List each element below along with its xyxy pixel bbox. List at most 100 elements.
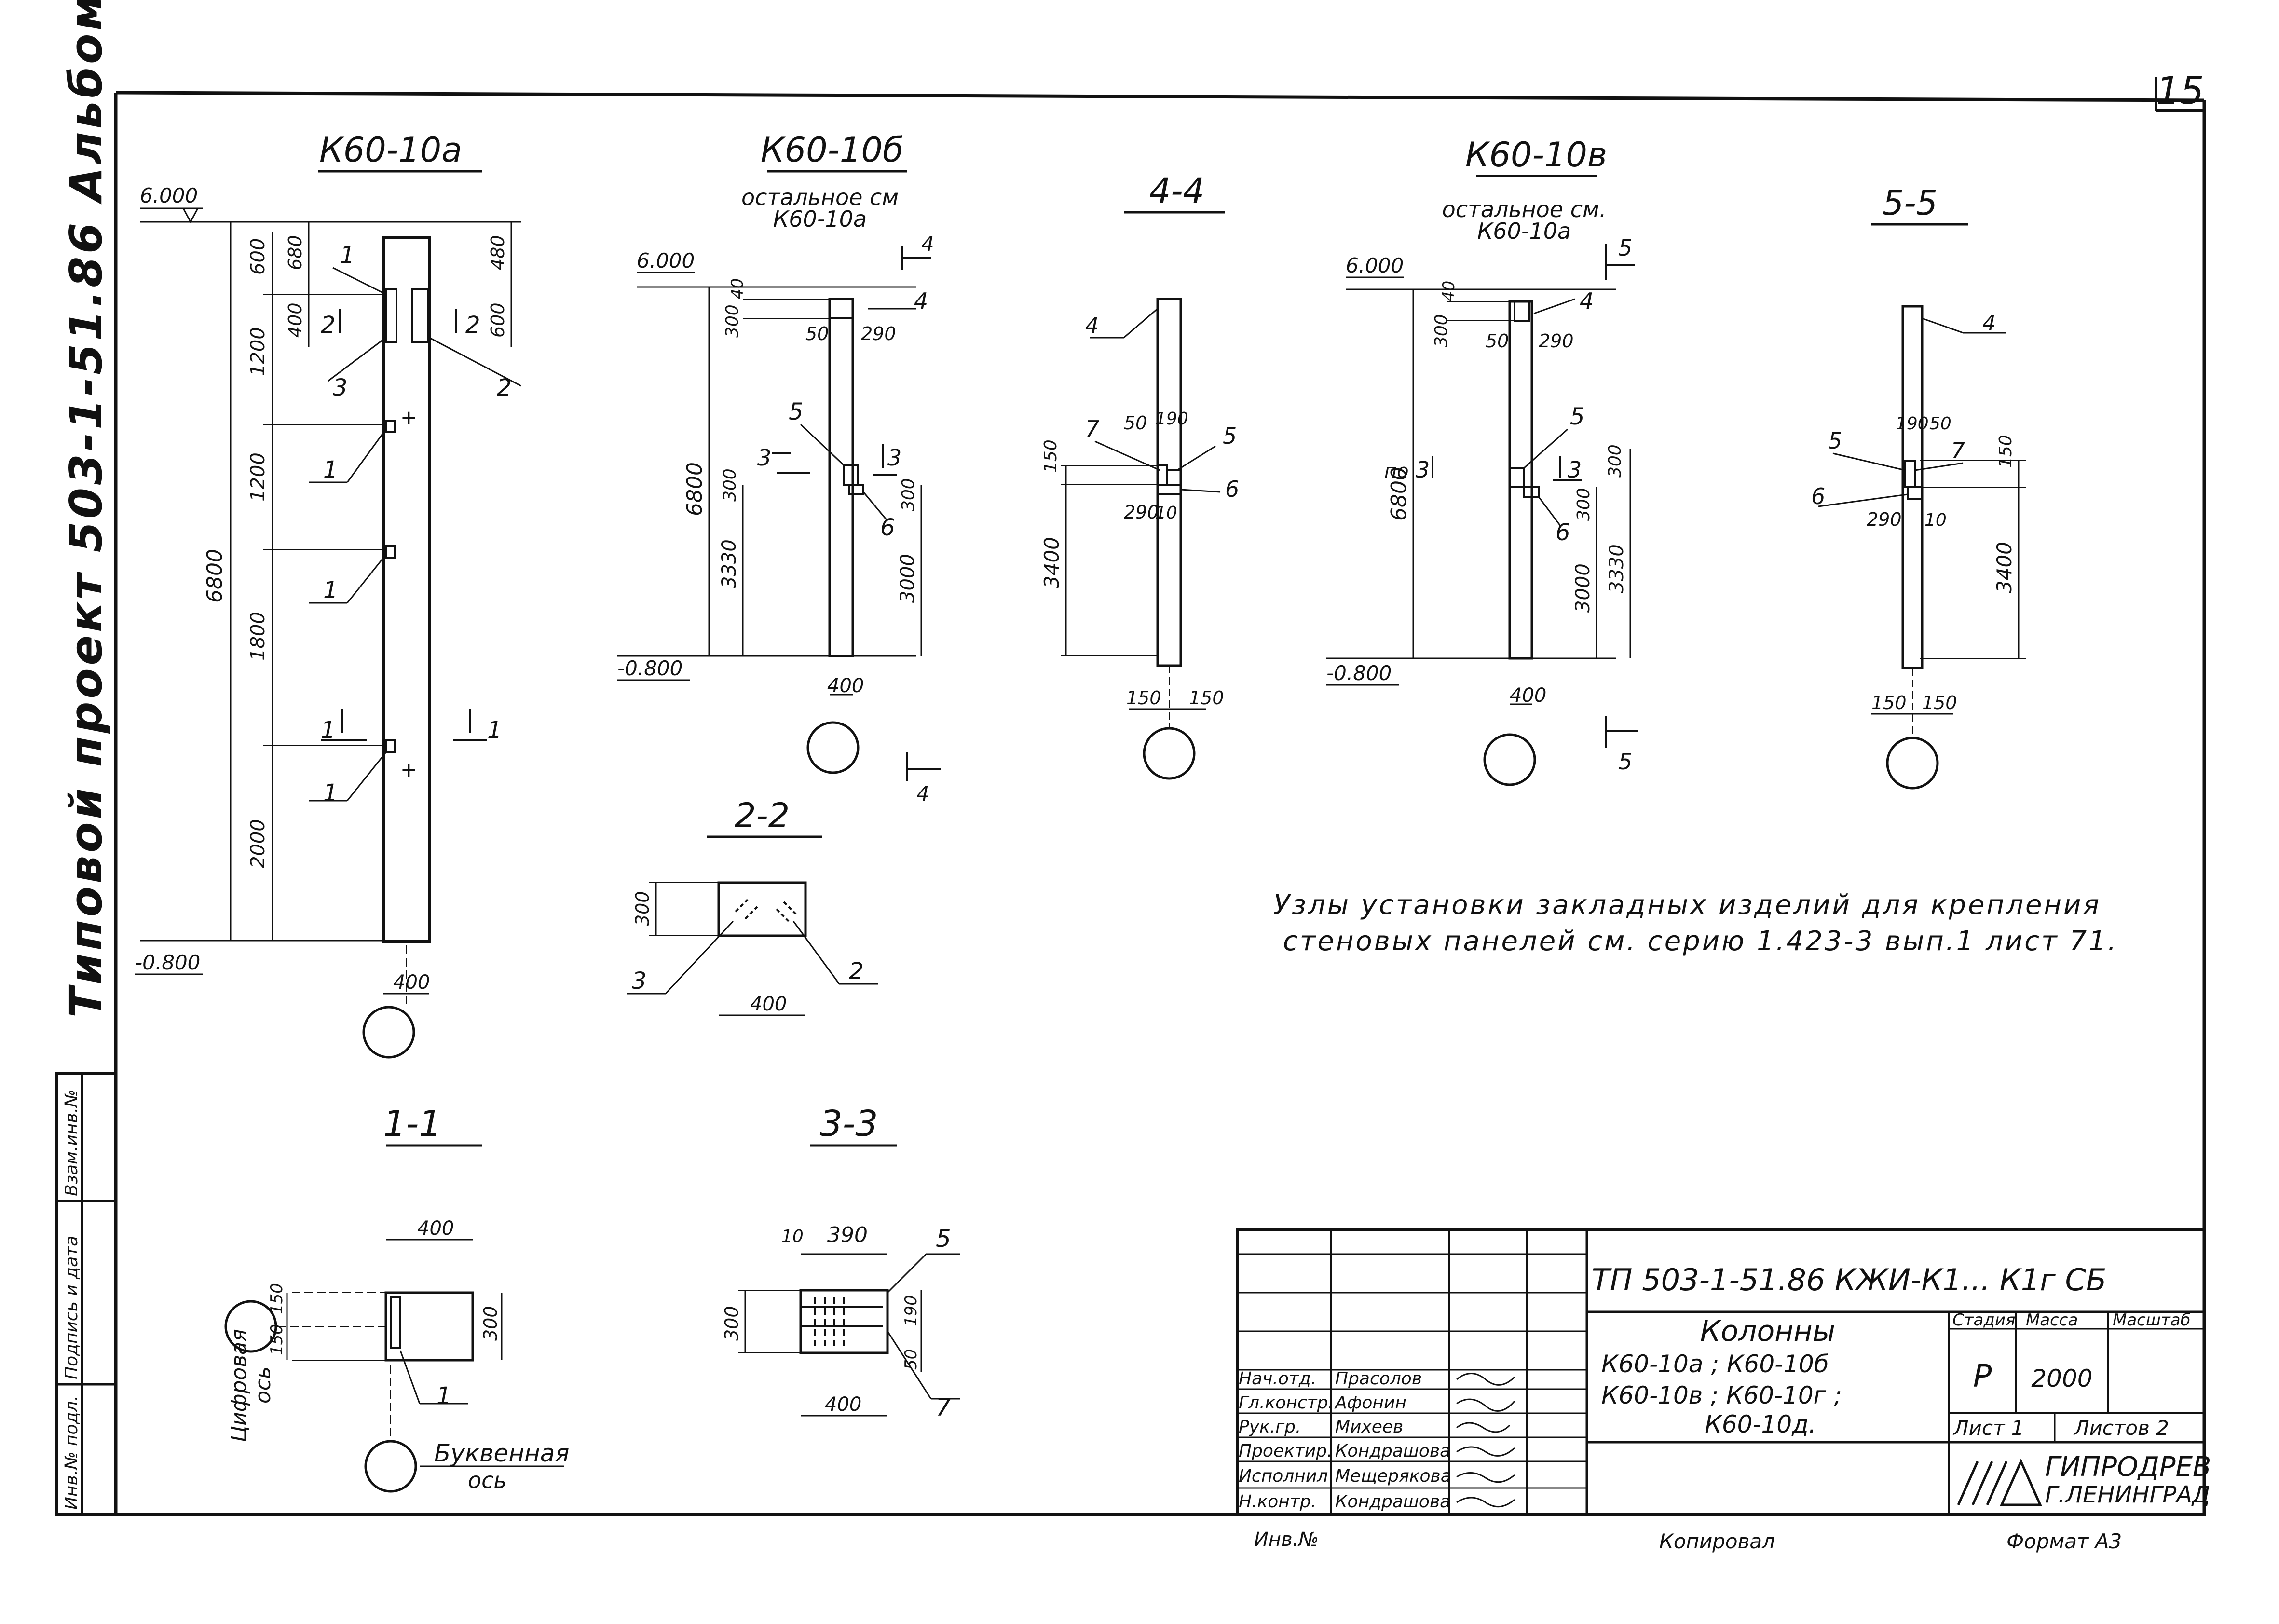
dim-total-a: 6800 bbox=[203, 549, 227, 603]
mark-44-4: 4 bbox=[1085, 314, 1099, 338]
page-number: 15 bbox=[2156, 69, 2204, 113]
project-side-label: Типовой проект 503-1-51.86 Альбом 3 bbox=[60, 0, 112, 1018]
level-bottom-v: -0.800 bbox=[1326, 661, 1392, 685]
dim-55-50: 50 bbox=[1929, 414, 1951, 434]
title-item-2: К60-10в ; К60-10г ; bbox=[1601, 1381, 1842, 1409]
side-podpis-data: Подпись и дата bbox=[62, 1236, 82, 1379]
dim-v-300a: 300 bbox=[1432, 314, 1451, 347]
dim-b-50: 50 bbox=[805, 323, 829, 344]
note-v-1: остальное см. bbox=[1442, 196, 1607, 222]
dim-55-10: 10 bbox=[1924, 510, 1947, 530]
axis-digital-2: ось bbox=[251, 1366, 275, 1404]
mark-v-5: 5 bbox=[1570, 403, 1585, 430]
note-b-1: остальное см bbox=[741, 184, 899, 210]
dim-33-50: 50 bbox=[901, 1349, 921, 1370]
org-name: ГИПРОДРЕВ bbox=[2045, 1451, 2211, 1483]
dim-b-300b: 300 bbox=[720, 468, 740, 502]
level-top-b: 6.000 bbox=[637, 249, 695, 273]
section-3-3: 3-3 10 390 300 190 50 5 7 400 bbox=[721, 1103, 960, 1421]
dim-a-1200-1: 1200 bbox=[247, 327, 269, 376]
dim-55-190: 190 bbox=[1896, 414, 1929, 434]
dim-a-600: 600 bbox=[247, 238, 269, 275]
mark-33-7: 7 bbox=[936, 1393, 951, 1421]
section-title-4-4: 4-4 bbox=[1149, 171, 1204, 211]
mark-22-3: 3 bbox=[632, 968, 647, 995]
cut-4-b-top: 4 bbox=[921, 232, 934, 256]
level-bottom-b: -0.800 bbox=[617, 656, 682, 680]
dim-55-w150a: 150 bbox=[1871, 692, 1907, 713]
dim-55-w150b: 150 bbox=[1922, 692, 1957, 713]
dim-33-w400: 400 bbox=[825, 1393, 861, 1416]
svg-text:+: + bbox=[400, 758, 417, 781]
column-body-44 bbox=[1156, 298, 1182, 667]
dim-33-190: 190 bbox=[901, 1295, 921, 1326]
mark-a-1-c: 1 bbox=[323, 577, 338, 604]
mark-a-2: 2 bbox=[497, 374, 512, 401]
axis-circle-v bbox=[1483, 733, 1536, 786]
section-title-2-2: 2-2 bbox=[735, 796, 790, 835]
section-title-1-1: 1-1 bbox=[383, 1103, 442, 1145]
view-title-k60-10v: К60-10в bbox=[1465, 135, 1607, 175]
dim-44-50: 50 bbox=[1124, 412, 1147, 434]
axis-circle-b bbox=[806, 721, 860, 774]
org-logo bbox=[1957, 1458, 2042, 1506]
dim-44-290: 290 bbox=[1124, 502, 1159, 523]
dim-44-190: 190 bbox=[1155, 409, 1188, 429]
role-3-name: Михеев bbox=[1335, 1417, 1403, 1437]
dim-b-300c: 300 bbox=[899, 478, 918, 511]
dim-44-3400: 3400 bbox=[1040, 537, 1064, 588]
cut-1-right: 1 bbox=[487, 717, 502, 744]
dim-33-10: 10 bbox=[781, 1227, 804, 1246]
footer-copied: Копировал bbox=[1659, 1529, 1775, 1553]
signatures bbox=[1456, 1373, 1515, 1508]
axis-circle-letter bbox=[364, 1440, 417, 1493]
note-v-2: К60-10а bbox=[1477, 218, 1571, 244]
axis-digital-1: Цифровая bbox=[227, 1329, 251, 1442]
column-body-b bbox=[828, 298, 854, 657]
dim-v-3000: 3000 bbox=[1572, 563, 1594, 613]
mark-55-5: 5 bbox=[1828, 428, 1842, 454]
mark-v-4: 4 bbox=[1580, 288, 1594, 314]
side-panel: Типовой проект 503-1-51.86 Альбом 3 Инв.… bbox=[55, 0, 117, 1516]
mark-44-6: 6 bbox=[1225, 476, 1239, 502]
stage-value: Р bbox=[1973, 1359, 1992, 1394]
role-4-name: Кондрашова bbox=[1335, 1441, 1450, 1461]
dim-b-w400: 400 bbox=[827, 675, 864, 697]
cut-2-right: 2 bbox=[465, 312, 480, 339]
dim-a-w400: 400 bbox=[393, 971, 430, 994]
mark-33-5: 5 bbox=[936, 1225, 951, 1253]
section-title-5-5: 5-5 bbox=[1883, 183, 1938, 223]
section-title-3-3: 3-3 bbox=[820, 1103, 878, 1145]
column-body bbox=[382, 236, 431, 943]
dim-55-3400: 3400 bbox=[1992, 542, 2016, 593]
dim-33-390: 390 bbox=[827, 1223, 868, 1247]
footer-format: Формат А3 bbox=[2006, 1529, 2122, 1553]
cut-2-left: 2 bbox=[321, 312, 336, 339]
dim-v-w400: 400 bbox=[1510, 684, 1546, 707]
axis-circle-a bbox=[362, 1006, 415, 1059]
level-bottom-a: -0.800 bbox=[135, 951, 200, 974]
role-2: Гл.констр. bbox=[1239, 1393, 1334, 1413]
section-2-2: 2-2 300 3 2 400 bbox=[627, 796, 878, 1016]
role-6-name: Кондрашова bbox=[1335, 1492, 1450, 1512]
dim-55-290: 290 bbox=[1867, 509, 1902, 530]
cut-5-v-bottom: 5 bbox=[1618, 749, 1632, 775]
mass-header: Масса bbox=[2026, 1310, 2078, 1330]
dim-v-50: 50 bbox=[1486, 330, 1509, 352]
mark-a-1-top: 1 bbox=[340, 242, 355, 269]
dim-v-40: 40 bbox=[1439, 281, 1459, 301]
section-1-1: 1-1 400 150 150 300 Цифровая ось Буквенн… bbox=[224, 1103, 569, 1493]
dim-b-290: 290 bbox=[861, 323, 896, 344]
mark-b-6: 6 bbox=[880, 514, 895, 541]
axis-letter-1: Буквенная bbox=[434, 1439, 569, 1467]
role-1: Нач.отд. bbox=[1239, 1369, 1316, 1389]
dim-a-480: 480 bbox=[487, 235, 508, 270]
org-city: Г.ЛЕНИНГРАД bbox=[2045, 1481, 2211, 1508]
dim-44-w150b: 150 bbox=[1189, 687, 1224, 709]
axis-letter-2: ось bbox=[468, 1467, 507, 1493]
mark-44-7: 7 bbox=[1085, 416, 1099, 442]
axis-circle-digital bbox=[224, 1300, 277, 1353]
dim-b-40: 40 bbox=[728, 278, 747, 299]
dim-v-po: по bbox=[1384, 460, 1409, 482]
